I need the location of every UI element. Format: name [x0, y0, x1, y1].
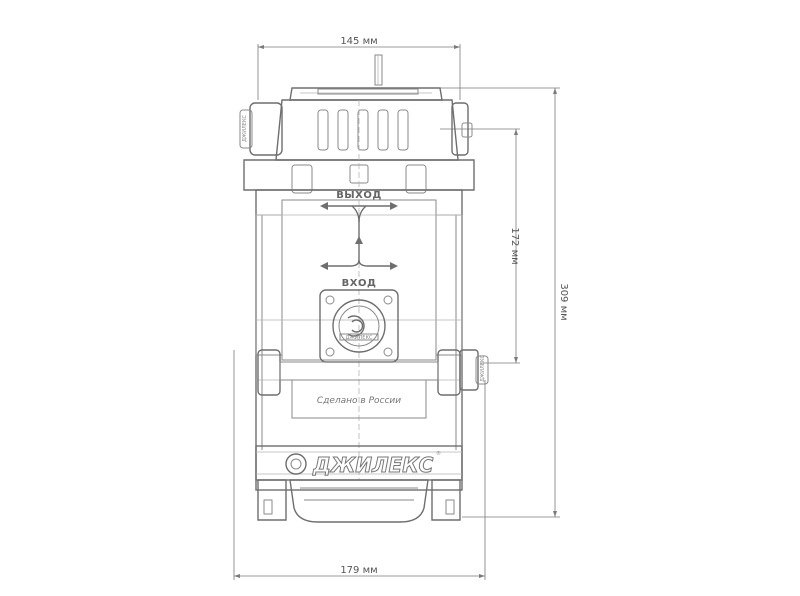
flow-up-arrow-icon	[355, 236, 363, 244]
made-in-label: Сделано в России	[317, 396, 401, 406]
brand-emblem-icon	[285, 453, 307, 475]
outlet-arrow-left-icon	[320, 202, 328, 210]
inlet-label: ВХОД	[342, 278, 377, 289]
inner-height-label: 172 мм	[509, 227, 520, 264]
inlet-arrow-right-icon	[390, 262, 398, 270]
pump-base: ДЖИЛЕКС ®	[255, 445, 463, 523]
motor-housing: ДЖИЛЕКС	[239, 54, 475, 194]
brand-name: ДЖИЛЕКС	[312, 453, 434, 477]
dimension-inner-height: 172 мм	[440, 128, 520, 364]
dimension-top-width: 145 мм	[257, 36, 461, 100]
pump-frame	[255, 100, 463, 491]
made-in-plate: Сделано в России	[291, 379, 427, 419]
flow-diagram: ВЫХОД ВХОД	[320, 190, 398, 289]
svg-text:ДЖИЛЕКС: ДЖИЛЕКС	[242, 114, 248, 142]
dimension-bottom-width: 179 мм	[233, 350, 486, 580]
outlet-label: ВЫХОД	[336, 190, 382, 201]
outlet-arrow-right-icon	[390, 202, 398, 210]
registered-mark: ®	[436, 450, 441, 457]
side-ports: ДЖИЛЕКС	[257, 349, 489, 396]
svg-text:ДЖИЛЕКС: ДЖИЛЕКС	[346, 335, 374, 341]
dimension-total-height: 309 мм	[440, 87, 569, 518]
brand-logo-icon	[347, 315, 365, 337]
bottom-width-label: 179 мм	[340, 565, 377, 576]
svg-text:ДЖИЛЕКС: ДЖИЛЕКС	[480, 354, 486, 382]
top-width-label: 145 мм	[340, 36, 377, 47]
total-height-label: 309 мм	[558, 283, 569, 320]
inlet-arrow-left-icon	[320, 262, 328, 270]
